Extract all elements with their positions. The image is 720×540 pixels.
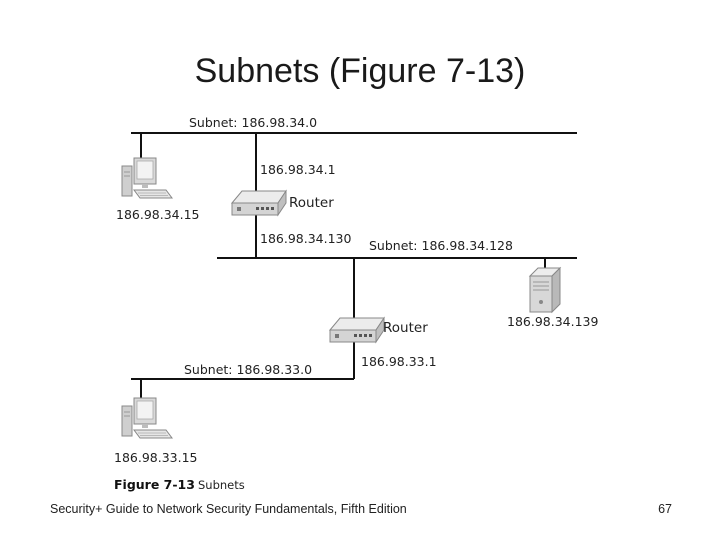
figure-number: Figure 7-13 xyxy=(114,477,195,492)
host-ip-label: 186.98.34.139 xyxy=(507,314,598,329)
workstation-icon xyxy=(121,397,173,439)
router-interface-ip: 186.98.34.1 xyxy=(260,162,336,177)
footer-text: Security+ Guide to Network Security Fund… xyxy=(50,502,407,516)
figure-caption: Subnets xyxy=(198,478,245,492)
subnet-label: Subnet: 186.98.34.128 xyxy=(369,238,513,253)
host-ip-label: 186.98.33.15 xyxy=(114,450,198,465)
router-label: Router xyxy=(383,320,428,336)
router-interface-ip: 186.98.33.1 xyxy=(361,354,437,369)
subnet-label: Subnet: 186.98.33.0 xyxy=(184,362,312,377)
router-interface-ip: 186.98.34.130 xyxy=(260,231,351,246)
server-icon xyxy=(529,267,561,313)
host-ip-label: 186.98.34.15 xyxy=(116,207,200,222)
subnet-label: Subnet: 186.98.34.0 xyxy=(189,115,317,130)
router-icon xyxy=(231,190,287,216)
workstation-icon xyxy=(121,157,173,199)
router-label: Router xyxy=(289,195,334,211)
router-icon xyxy=(329,317,385,343)
page-number: 67 xyxy=(658,502,672,516)
slide-title: Subnets (Figure 7-13) xyxy=(194,52,526,90)
